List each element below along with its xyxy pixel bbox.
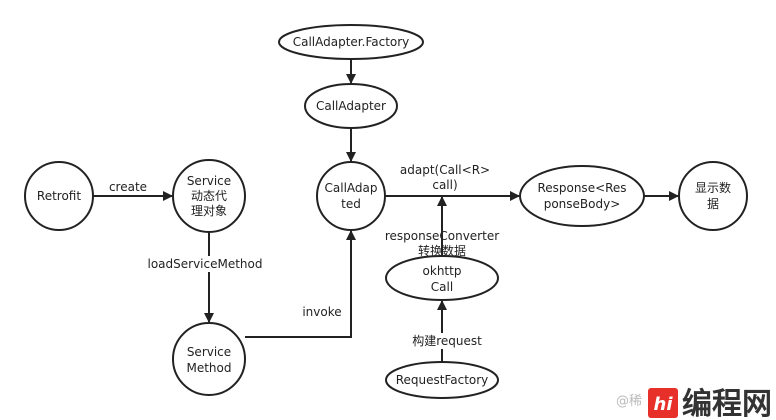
node-label: RequestFactory xyxy=(396,373,489,387)
node-label: CallAdap xyxy=(325,181,378,195)
label-invoke: invoke xyxy=(302,305,341,319)
node-label: CallAdapter.Factory xyxy=(293,35,410,49)
node-label: Service xyxy=(187,345,231,359)
label-build-request: 构建request xyxy=(412,333,482,348)
node-retrofit: Retrofit xyxy=(24,161,94,231)
label-response-converter-line1: responseConverter xyxy=(385,229,499,243)
node-label: Method xyxy=(186,361,231,375)
label-bg xyxy=(410,333,482,349)
node-label: 动态代 xyxy=(191,189,227,203)
edge-invoke xyxy=(245,230,356,338)
node-request-factory: RequestFactory xyxy=(385,361,499,399)
node-okhttp-call: okhttp Call xyxy=(385,255,499,301)
node-response: Response<Res ponseBody> xyxy=(519,165,645,227)
node-service-proxy: Service 动态代 理对象 xyxy=(172,159,246,233)
node-call-adapted: CallAdap ted xyxy=(316,161,386,231)
node-label: Service xyxy=(187,174,231,188)
node-label: Response<Res xyxy=(537,181,626,195)
label-load-service-method: loadServiceMethod xyxy=(147,257,262,271)
watermark-author: @稀 xyxy=(616,394,642,409)
node-label: ted xyxy=(341,197,361,211)
logo-mark-text: hi xyxy=(654,394,674,415)
label-response-converter-line2: 转换数据 xyxy=(418,243,466,258)
node-label: CallAdapter xyxy=(316,99,386,113)
watermark: @稀 hi 编程网 xyxy=(616,387,772,420)
label-create: create xyxy=(109,180,147,194)
node-service-method: Service Method xyxy=(172,322,246,396)
node-label: ponseBody> xyxy=(544,197,621,211)
node-call-adapter-factory: CallAdapter.Factory xyxy=(278,24,424,60)
node-label: okhttp xyxy=(423,264,462,278)
node-label: 理对象 xyxy=(191,204,227,218)
label-adapt-line1: adapt(Call<R> xyxy=(400,163,490,177)
node-call-adapter: CallAdapter xyxy=(304,83,398,129)
label-adapt-line2: call) xyxy=(432,178,457,192)
node-display-data: 显示数 据 xyxy=(678,161,748,231)
label-bg xyxy=(104,178,152,192)
label-bg xyxy=(148,256,264,272)
node-label: 显示数 xyxy=(695,180,731,195)
logo-mark-icon xyxy=(648,388,678,418)
node-label: Call xyxy=(431,280,453,294)
logo-text: 编程网 xyxy=(682,387,772,420)
node-label: Retrofit xyxy=(37,189,81,203)
node-label: 据 xyxy=(707,197,719,211)
